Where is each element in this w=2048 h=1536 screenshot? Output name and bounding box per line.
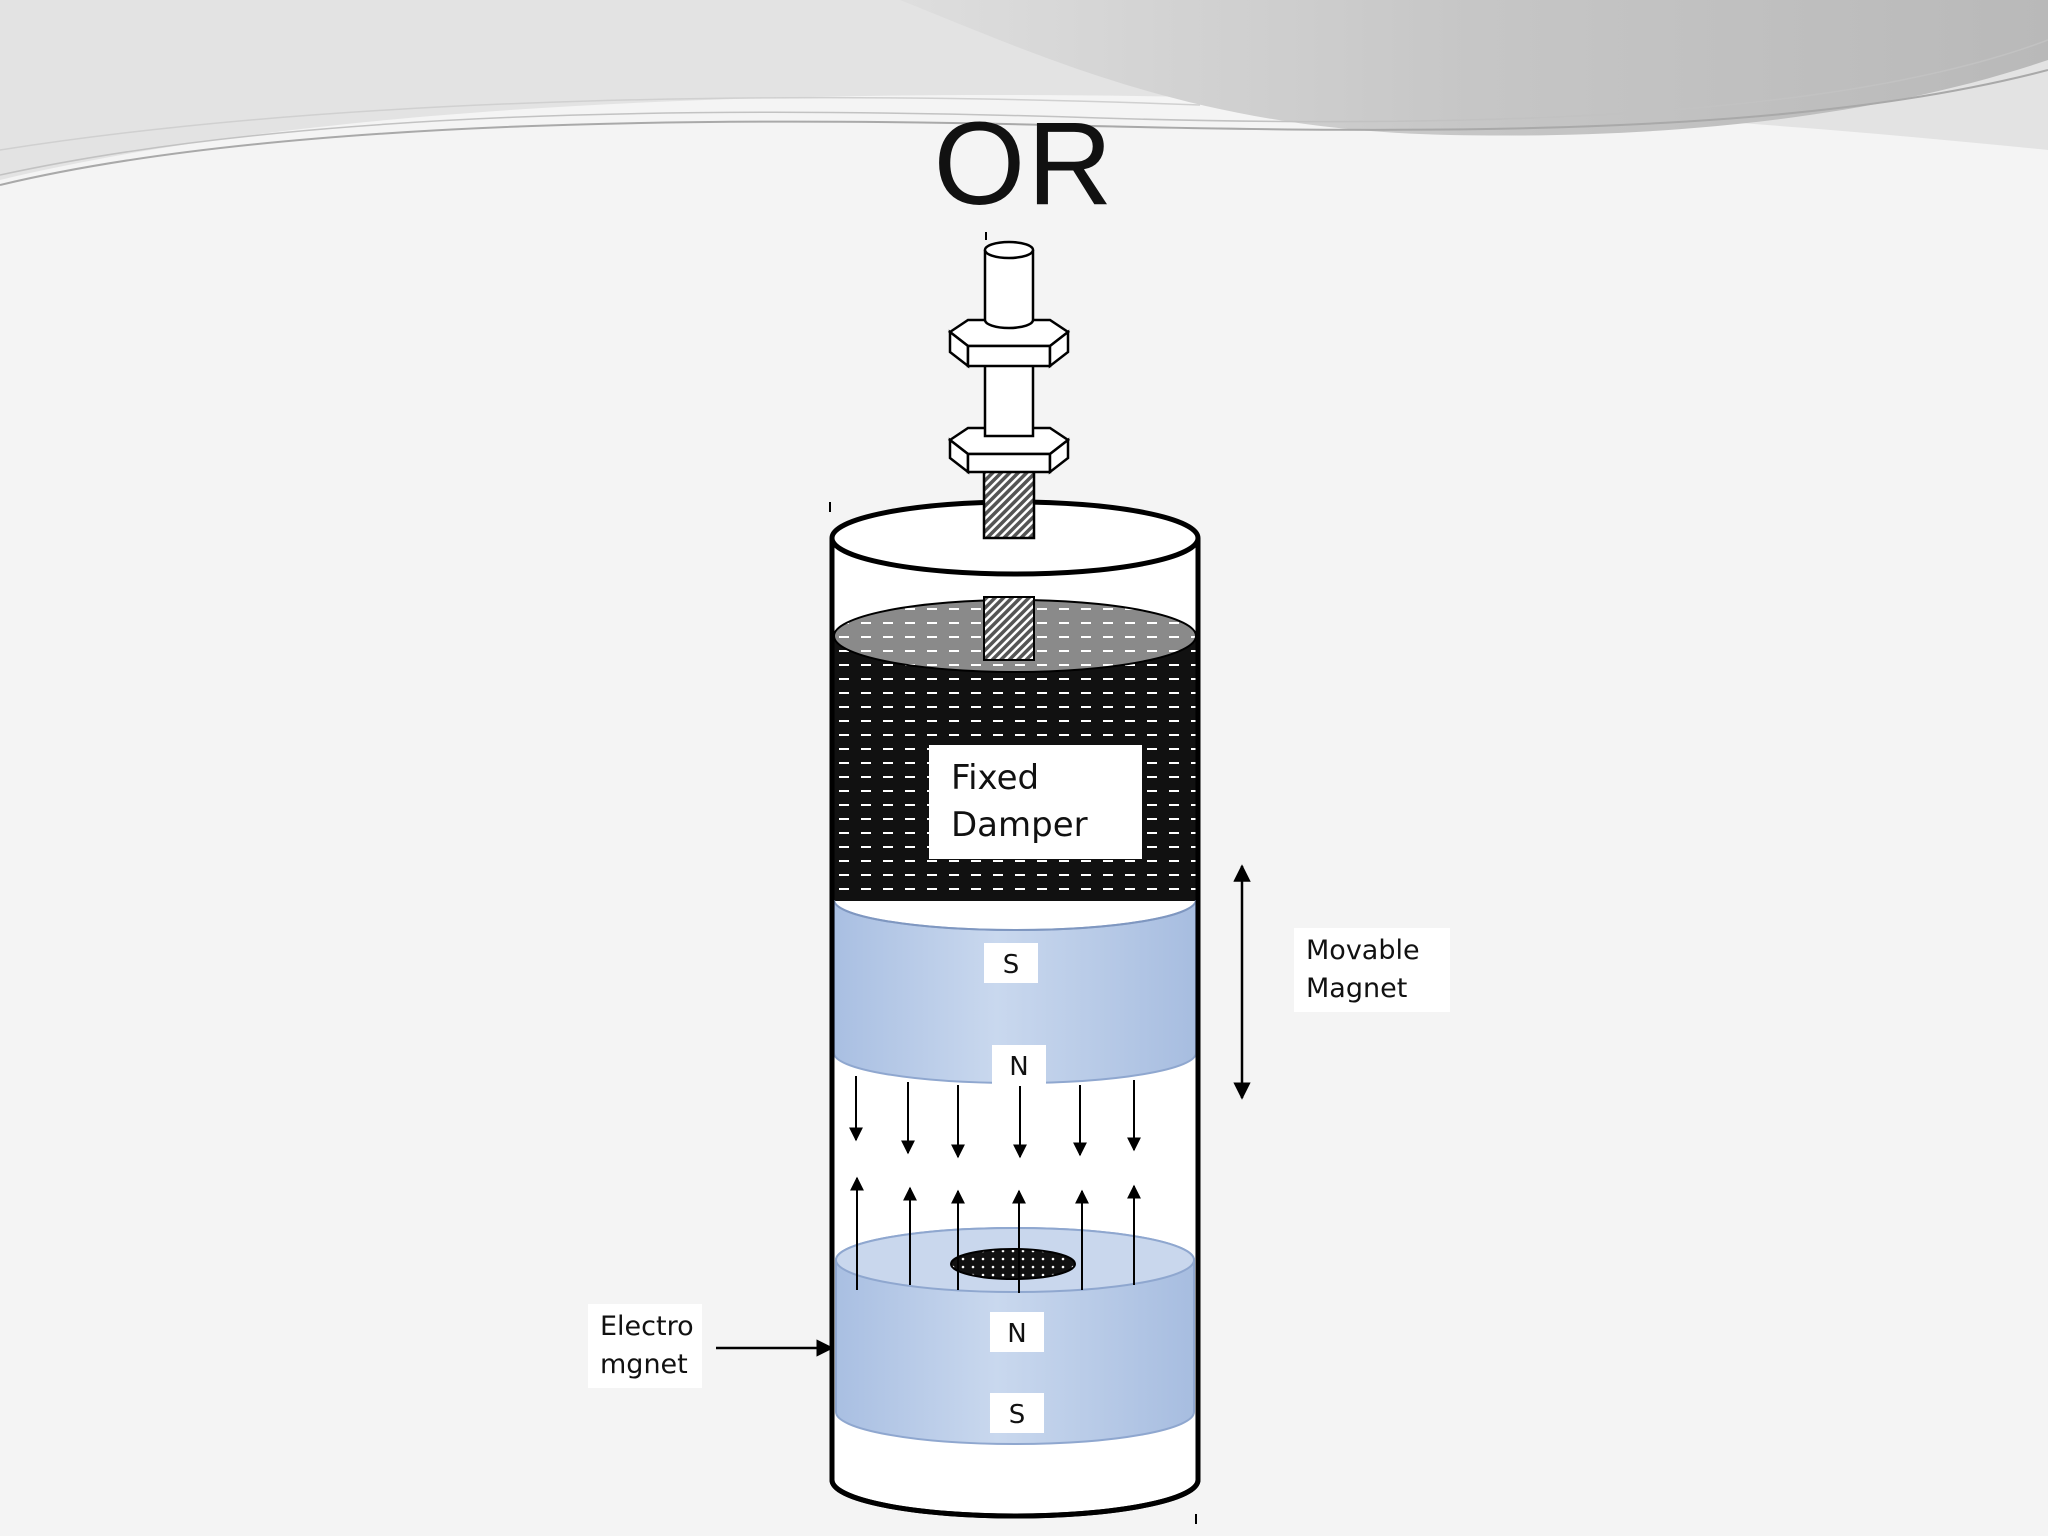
rod-assembly	[947, 240, 1071, 540]
movable-magnet-bottom-pole: N	[992, 1045, 1046, 1085]
electromagnet-label: Electro mgnet	[588, 1304, 702, 1388]
electromagnet-bottom-pole: S	[990, 1393, 1044, 1433]
movable-magnet-line1: Movable	[1306, 935, 1420, 966]
field-arrows-up	[850, 1176, 1141, 1293]
electromagnet-line2: mgnet	[600, 1349, 688, 1380]
movable-magnet	[833, 899, 1197, 1084]
electromagnet-line1: Electro	[600, 1311, 694, 1342]
fixed-damper-label: Fixed Damper	[929, 745, 1142, 859]
fixed-damper-line1: Fixed	[951, 758, 1040, 798]
movable-magnet-top-pole: S	[984, 943, 1038, 983]
movable-magnet-label: Movable Magnet	[1294, 928, 1450, 1012]
electromagnet-top-pole: N	[990, 1312, 1044, 1352]
header-swoosh	[0, 0, 2048, 186]
fixed-damper-line2: Damper	[951, 805, 1088, 845]
slide-title: OR	[933, 98, 1115, 230]
movable-magnet-line2: Magnet	[1306, 973, 1408, 1004]
field-arrows-down	[849, 1076, 1141, 1159]
